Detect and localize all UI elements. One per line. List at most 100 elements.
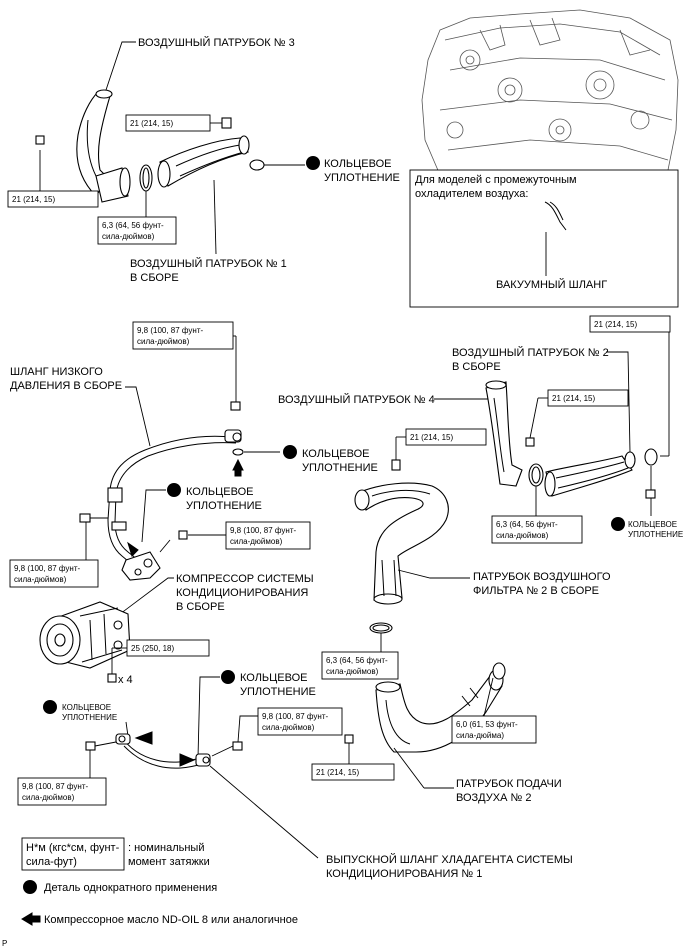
torque-13-l1: 9,8 (100, 87 фунт- [262, 712, 328, 721]
oring-left-label-1: КОЛЬЦЕВОЕ [62, 703, 111, 712]
compressor-label-2: КОНДИЦИОНИРОВАНИЯ [176, 587, 308, 599]
clamp-ring-3 [369, 622, 393, 634]
oil-arrow-1 [232, 458, 244, 471]
air-duct-1-label-1: ВОЗДУШНЫЙ ПАТРУБОК № 1 [130, 257, 287, 270]
vacuum-hose-label: ВАКУУМНЫЙ ШЛАНГ [496, 278, 607, 291]
torque-12-l1: 6,3 (64, 56 фунт- [496, 520, 558, 529]
oring-lp-label-2: УПЛОТНЕНИЕ [302, 462, 378, 474]
bolt-15a [85, 741, 96, 751]
low-pressure-label-1: ШЛАНГ НИЗКОГО [10, 366, 103, 378]
low-pressure-label-2: ДАВЛЕНИЯ В СБОРЕ [10, 380, 122, 392]
oring-comp-label-2: УПЛОТНЕНИЕ [186, 500, 262, 512]
compressor-part [39, 601, 131, 669]
nonreusable-icon-6 [43, 700, 57, 714]
torque-5: 21 (214, 15) [594, 320, 637, 329]
air-duct-1-label-2: В СБОРЕ [130, 272, 179, 284]
intake-duct-label-1: ПАТРУБОК ПОДАЧИ [456, 778, 562, 790]
clamp-ring-2 [528, 463, 544, 487]
torque-2: 21 (214, 15) [130, 119, 173, 128]
torque-3-l1: 6,3 (64, 56 фунт- [102, 221, 164, 230]
oring-small-label-2: УПЛОТНЕНИЕ [628, 530, 683, 539]
torque-box-10 [321, 651, 399, 680]
bolt-4 [230, 401, 241, 411]
torque-box-14 [451, 715, 537, 744]
bolt-8 [178, 530, 188, 540]
torque-9-l2: сила-дюймов) [14, 575, 67, 584]
vacuum-hose-drawing [544, 201, 567, 231]
air-duct-3-label: ВОЗДУШНЫЙ ПАТРУБОК № 3 [138, 36, 295, 49]
bolt-6 [525, 437, 535, 447]
legend-nonreusable-text: Деталь однократного применения [44, 882, 217, 894]
clamp-ring-1 [139, 164, 153, 192]
bolt-7 [391, 459, 401, 471]
oring-disch-label-1: КОЛЬЦЕВОЕ [240, 672, 308, 684]
intercooler-note-box [409, 169, 679, 308]
torque-box-5 [589, 315, 671, 333]
oring-top-part [249, 159, 265, 171]
times4-label: x 4 [118, 674, 133, 686]
bolt-5 [645, 489, 656, 499]
discharge-label-2: КОНДИЦИОНИРОВАНИЯ № 1 [326, 868, 482, 880]
torque-6: 21 (214, 15) [552, 394, 595, 403]
torque-8-l1: 9,8 (100, 87 фунт- [230, 526, 296, 535]
legend-torque-l1: Н*м (кгс*см, фунт- [26, 842, 120, 854]
legend-oil-arrow-icon [21, 912, 33, 926]
air-duct-4-part [485, 380, 523, 487]
oring-top-label-1: КОЛЬЦЕВОЕ [324, 158, 392, 170]
corner-mark: P [2, 939, 7, 948]
oring-small-part [644, 448, 658, 466]
bolt-13 [232, 741, 243, 751]
air-duct-3-part [76, 89, 113, 197]
compressor-label-1: КОМПРЕССОР СИСТЕМЫ [176, 573, 314, 585]
air-filter-duct-part [354, 482, 449, 605]
legend-nonreusable-icon [23, 880, 37, 894]
air-duct-2-label-1: ВОЗДУШНЫЙ ПАТРУБОК № 2 [452, 346, 609, 359]
torque-9-l1: 9,8 (100, 87 фунт- [14, 564, 80, 573]
air-duct-2-label-2: В СБОРЕ [452, 361, 501, 373]
torque-15-l1: 9,8 (100, 87 фунт- [22, 782, 88, 791]
torque-14-l1: 6,0 (61, 53 фунт- [456, 720, 518, 729]
air-duct-4-label: ВОЗДУШНЫЙ ПАТРУБОК № 4 [278, 393, 435, 406]
bolt-16 [344, 734, 354, 744]
oil-arrow-4 [179, 753, 196, 767]
filter-duct-label-1: ПАТРУБОК ВОЗДУШНОГО [473, 571, 611, 583]
compressor-label-3: В СБОРЕ [176, 601, 225, 613]
nonreusable-icon-4 [611, 517, 625, 531]
legend-torque-l2: сила-фут) [26, 856, 77, 868]
bolt-2 [221, 117, 232, 129]
air-duct-3-elbow [95, 167, 131, 203]
torque-box-1 [7, 190, 99, 208]
oring-comp-label-1: КОЛЬЦЕВОЕ [186, 486, 254, 498]
intake-duct-label-2: ВОЗДУХА № 2 [456, 792, 531, 804]
torque-13-l2: сила-дюймов) [262, 723, 315, 732]
torque-box-16 [311, 763, 395, 781]
legend-torque-desc-l2: момент затяжки [128, 856, 210, 868]
nonreusable-icon-3 [167, 483, 181, 497]
oring-lp-part [232, 448, 244, 456]
oring-small-label-1: КОЛЬЦЕВОЕ [628, 520, 677, 529]
oring-lp-label-1: КОЛЬЦЕВОЕ [302, 448, 370, 460]
oring-disch-label-2: УПЛОТНЕНИЕ [240, 686, 316, 698]
oring-top-label-2: УПЛОТНЕНИЕ [324, 172, 400, 184]
legend-oil-arrow-tail [31, 915, 41, 923]
torque-box-4 [132, 321, 234, 350]
torque-10-l1: 6,3 (64, 56 фунт- [326, 656, 388, 665]
torque-3-l2: сила-дюймов) [102, 232, 155, 241]
torque-7: 21 (214, 15) [410, 433, 453, 442]
discharge-label-1: ВЫПУСКНОЙ ШЛАНГ ХЛАДАГЕНТА СИСТЕМЫ [326, 853, 573, 866]
torque-box-9 [9, 559, 99, 588]
oil-arrow-3 [134, 731, 153, 745]
torque-box-12 [491, 515, 583, 544]
low-pressure-hose-part [107, 429, 242, 567]
torque-box-13 [257, 707, 343, 736]
legend-torque-desc-l1: : номинальный [128, 842, 204, 854]
legend-torque-box [21, 837, 125, 871]
oring-left-label-2: УПЛОТНЕНИЕ [62, 713, 117, 722]
nonreusable-icon-2 [283, 445, 297, 459]
bolt-9 [79, 513, 91, 523]
discharge-hose-part [115, 733, 211, 769]
torque-box-8 [225, 521, 311, 550]
nonreusable-icon-1 [306, 156, 320, 170]
nonreusable-icon-5 [221, 670, 235, 684]
